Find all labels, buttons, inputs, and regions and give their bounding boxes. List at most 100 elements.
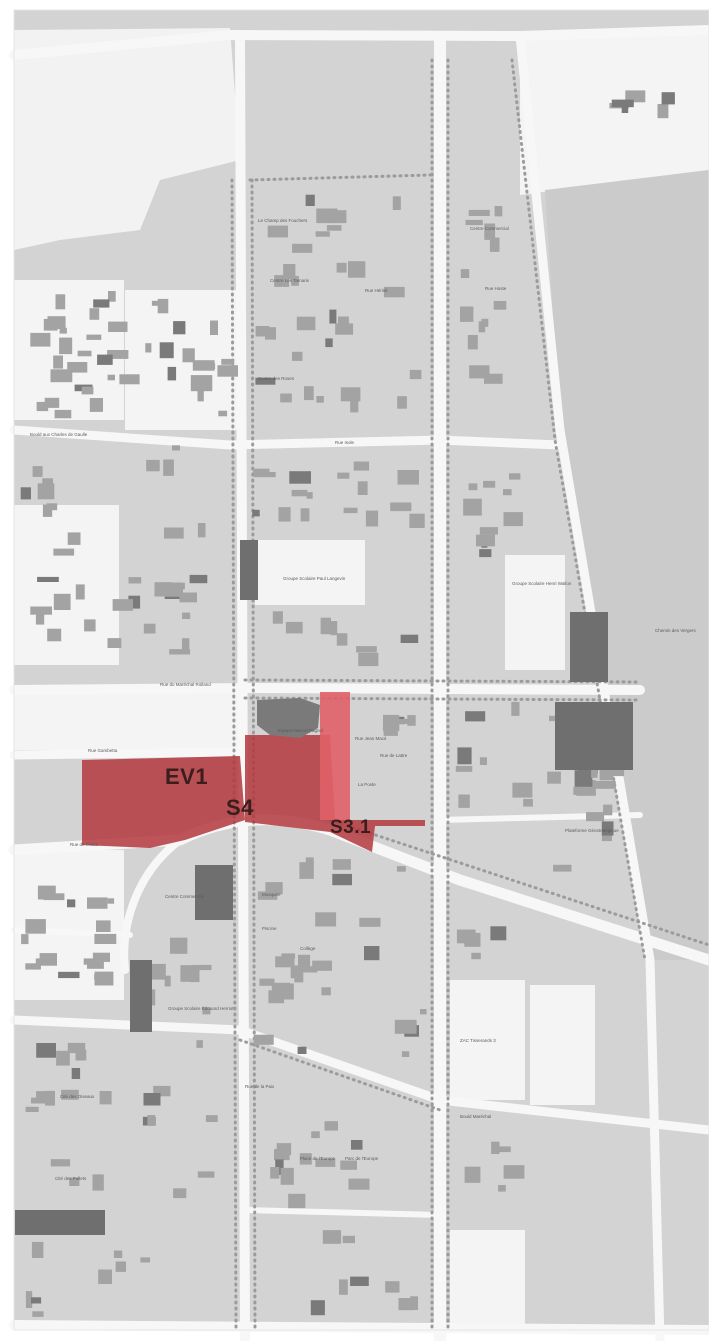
place-label: Rue de la Paix	[245, 1084, 275, 1089]
place-label: Cité des Oiseaux	[60, 1094, 95, 1099]
zone-ev1-area[interactable]	[82, 756, 245, 848]
building-footprint	[321, 987, 331, 996]
building-footprint	[353, 461, 370, 471]
place-labels: Le Champ des Fouchers Centre Les Tamaris…	[30, 218, 697, 1181]
place-label: Chemin des Vergers	[655, 628, 697, 633]
building-footprint	[163, 459, 174, 476]
building-footprint	[253, 1034, 274, 1045]
building-footprint	[37, 483, 55, 500]
building-footprint	[281, 953, 296, 959]
building-footprint	[92, 1174, 104, 1191]
building-footprint	[275, 956, 295, 968]
building-footprint	[140, 1257, 151, 1263]
zone-s3-1-area[interactable]	[245, 820, 425, 852]
road-network	[8, 25, 709, 1341]
building-footprint	[172, 445, 180, 451]
place-label: Cité des Pollets	[55, 1176, 87, 1181]
building-footprint	[463, 498, 482, 516]
building-footprint	[364, 946, 380, 961]
building-footprint	[108, 321, 128, 332]
building-footprint	[61, 1089, 79, 1100]
building-footprint	[143, 1093, 161, 1106]
parcel-zac-tisserands	[450, 980, 525, 1100]
building-large	[555, 702, 633, 770]
building-footprint	[182, 348, 195, 363]
building-footprint	[43, 893, 65, 901]
zone-s4-area[interactable]	[245, 735, 335, 820]
zone-s3-1-strip[interactable]	[320, 692, 350, 820]
building-footprint	[397, 470, 419, 485]
building-footprint	[275, 1159, 284, 1175]
building-footprint	[81, 386, 94, 395]
building-footprint	[291, 489, 308, 497]
building-footprint	[32, 1311, 44, 1317]
building-footprint	[467, 335, 478, 350]
trees-boulevard-north	[248, 173, 432, 182]
building-footprint	[197, 390, 204, 402]
building-footprint	[460, 269, 470, 278]
place-label: Parc de l'Europe	[345, 1156, 379, 1161]
building-large	[130, 960, 152, 1032]
building-footprint	[306, 492, 313, 499]
field-east	[545, 170, 709, 960]
building-footprint	[67, 532, 81, 545]
building-footprint	[594, 781, 616, 789]
building-footprint	[210, 320, 218, 335]
building-footprint	[55, 294, 66, 310]
building-footprint	[468, 483, 478, 491]
building-footprint	[503, 489, 512, 496]
building-footprint	[401, 1051, 410, 1057]
building-footprint	[197, 523, 206, 538]
building-footprint	[157, 298, 169, 314]
building-footprint	[278, 507, 291, 522]
building-footprint	[56, 1050, 70, 1066]
building-footprint	[383, 728, 398, 736]
building-large	[15, 1210, 105, 1235]
building-footprint	[167, 366, 177, 381]
place-label: Place de l'Europe	[300, 1156, 336, 1161]
building-footprint	[113, 1250, 123, 1258]
building-footprint	[252, 509, 260, 517]
building-footprint	[47, 316, 66, 329]
building-footprint	[282, 983, 294, 1000]
building-footprint	[30, 332, 51, 347]
building-footprint	[46, 503, 58, 511]
building-footprint	[37, 576, 59, 582]
building-footprint	[99, 1091, 112, 1105]
place-label: Rue Hérisé	[365, 288, 388, 293]
building-footprint	[330, 621, 338, 636]
place-label: ZAC Tisserands 3	[460, 1038, 496, 1043]
building-footprint	[257, 891, 278, 900]
building-footprint	[146, 459, 160, 472]
place-label: Bould aux Charles de Gaulle	[30, 432, 88, 437]
building-footprint	[409, 513, 425, 528]
building-footprint	[336, 262, 347, 273]
building-footprint	[296, 316, 316, 331]
project-zones	[82, 692, 425, 852]
building-footprint	[351, 1140, 363, 1150]
building-footprint	[460, 306, 474, 322]
building-footprint	[190, 375, 213, 392]
building-footprint	[25, 963, 41, 970]
building-footprint	[625, 90, 646, 103]
building-footprint	[385, 1281, 400, 1293]
building-footprint	[315, 1158, 336, 1167]
building-footprint	[390, 502, 412, 512]
building-large	[240, 540, 258, 600]
building-footprint	[320, 617, 331, 635]
building-footprint	[25, 919, 46, 934]
building-footprint	[84, 619, 96, 632]
building-footprint	[143, 623, 156, 634]
building-footprint	[265, 327, 276, 340]
building-footprint	[94, 933, 117, 944]
building-footprint	[396, 866, 406, 872]
building-footprint	[54, 409, 72, 419]
building-footprint	[107, 898, 115, 904]
building-footprint	[280, 1167, 294, 1185]
building-footprint	[98, 1269, 112, 1284]
road-rue-marechal	[9, 682, 645, 695]
place-label: La Poste	[358, 782, 376, 787]
building-footprint	[288, 1193, 306, 1209]
building-footprint	[182, 638, 190, 651]
